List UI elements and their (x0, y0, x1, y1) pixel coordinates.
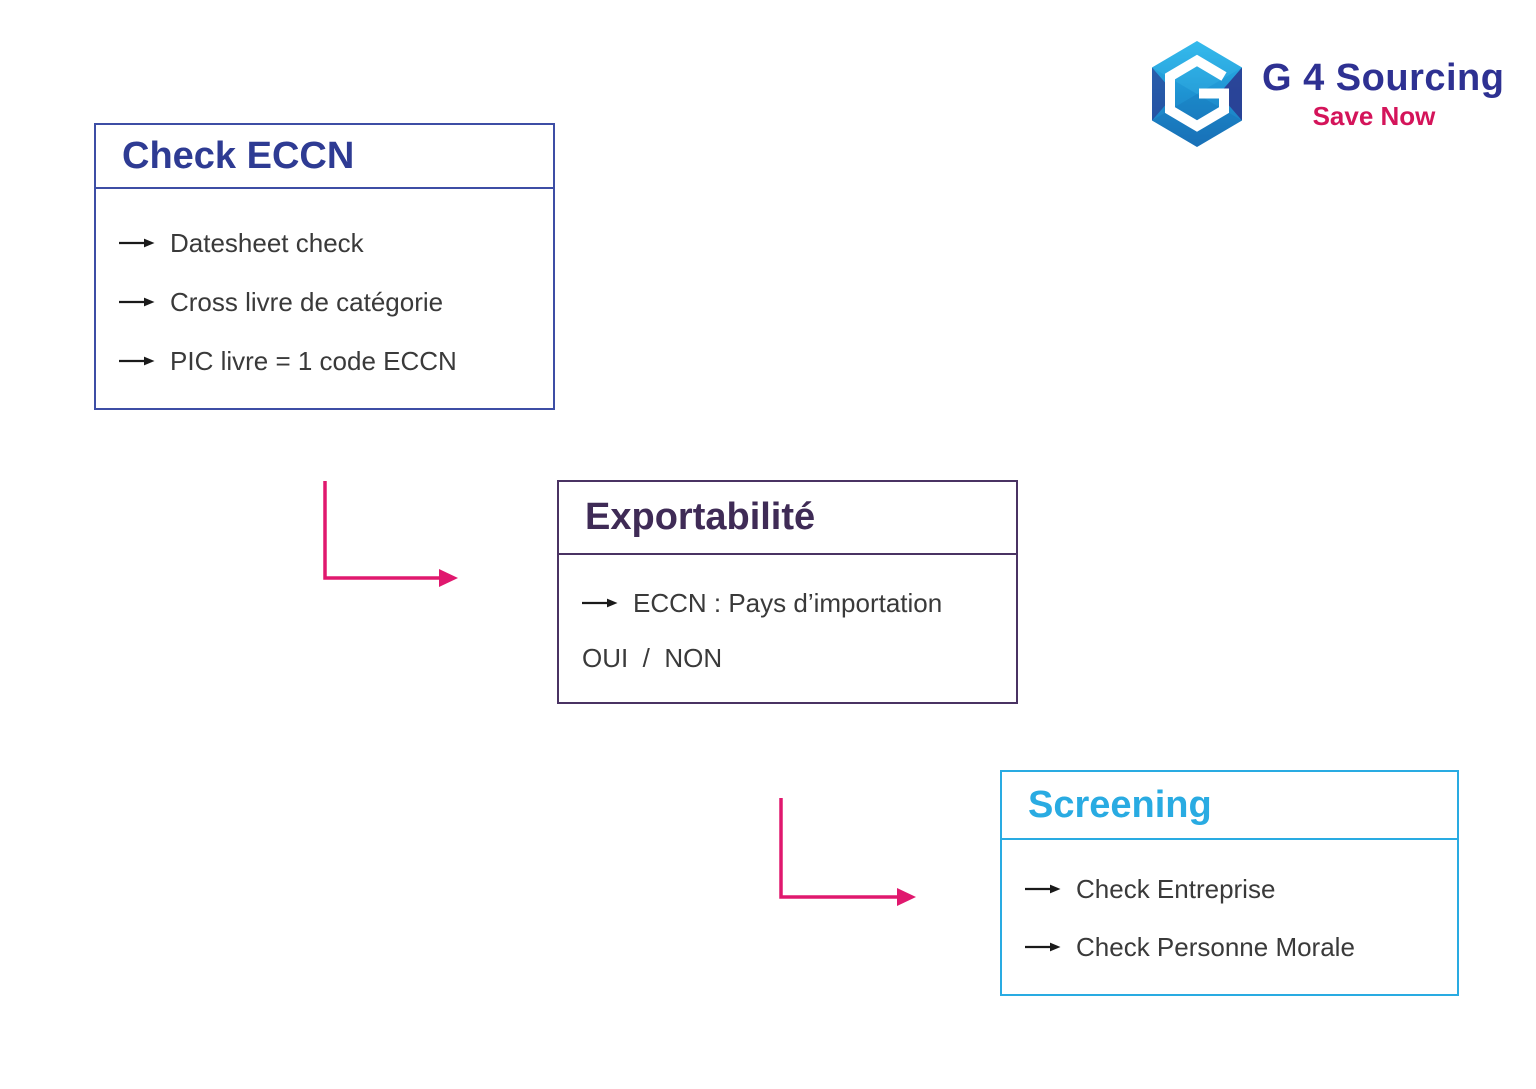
list-item: PIC livre = 1 code ECCN (96, 341, 553, 381)
brand-name: G 4 Sourcing (1262, 57, 1505, 99)
list-item-label: Check Personne Morale (1076, 931, 1355, 962)
list-item-label: ECCN : Pays d’importation (633, 587, 943, 618)
list-item: ECCN : Pays d’importation (559, 583, 1016, 623)
arrow-bullet-icon (119, 238, 155, 248)
brand-tagline: Save Now (1312, 100, 1436, 131)
list-item-label: Datesheet check (170, 227, 364, 258)
list-item-label: Cross livre de catégorie (170, 286, 444, 317)
list-item-label: OUI / NON (582, 642, 723, 673)
box-check-eccn-title: Check ECCN (96, 125, 553, 189)
arrow-bullet-icon (1025, 942, 1061, 952)
connector-arrow-1 (323, 481, 458, 587)
box-screening-body: Check Entreprise Check Personne Morale (1002, 840, 1457, 967)
box-check-eccn: Check ECCN Datesheet check Cross livre d… (94, 123, 555, 410)
list-item-label: Check Entreprise (1076, 873, 1276, 904)
box-exportabilite-title: Exportabilité (559, 482, 1016, 555)
arrow-bullet-icon (119, 356, 155, 366)
box-screening-title: Screening (1002, 772, 1457, 840)
logo-text: G 4 Sourcing Save Now (1262, 57, 1505, 132)
box-exportabilite-body: ECCN : Pays d’importation OUI / NON (559, 555, 1016, 678)
list-item: Check Personne Morale (1002, 927, 1457, 967)
box-check-eccn-body: Datesheet check Cross livre de catégorie… (96, 189, 553, 381)
arrow-bullet-icon (119, 297, 155, 307)
hexagon-g-logo-icon (1152, 41, 1242, 147)
arrow-bullet-icon (1025, 884, 1061, 894)
arrow-bullet-icon (582, 598, 618, 608)
list-item: Check Entreprise (1002, 869, 1457, 909)
box-screening: Screening Check Entreprise Check Personn… (1000, 770, 1459, 996)
list-item-oui-non: OUI / NON (559, 638, 1016, 678)
connector-arrow-2 (779, 798, 916, 906)
list-item: Cross livre de catégorie (96, 282, 553, 322)
box-exportabilite: Exportabilité ECCN : Pays d’importation … (557, 480, 1018, 704)
list-item: Datesheet check (96, 223, 553, 263)
list-item-label: PIC livre = 1 code ECCN (170, 345, 457, 376)
